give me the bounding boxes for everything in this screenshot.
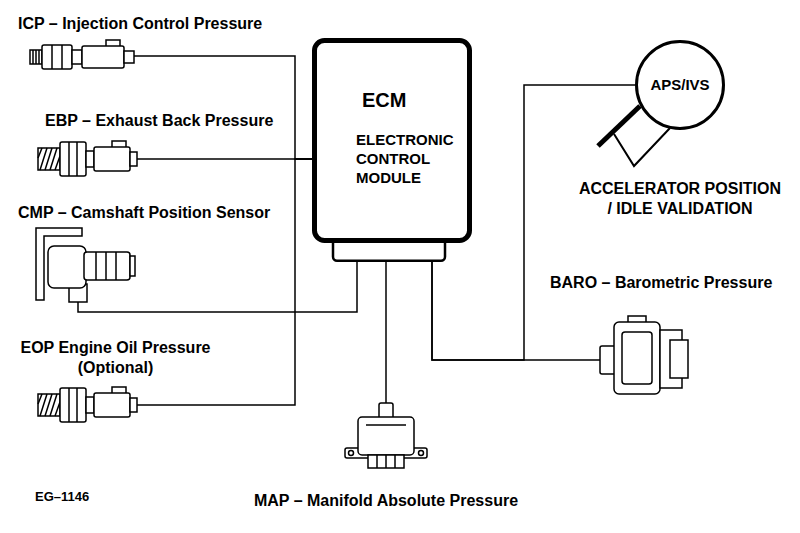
figure-number: EG–1146 [35, 487, 89, 507]
eop-sensor-drawing [69, 388, 77, 422]
baro-sensor-drawing [600, 316, 688, 394]
ebp-sensor-drawing [94, 147, 130, 171]
icp-sensor-drawing [82, 46, 124, 68]
module-heading: ECM [362, 88, 406, 112]
eop-sensor-drawing [38, 394, 60, 416]
eop-sensor-drawing [86, 397, 94, 413]
sensor-box: MAP – Manifold Absolute Pressure [345, 403, 427, 470]
baro-sensor-drawing [622, 332, 652, 384]
sensor-box: CMP – Camshaft Position Sensor [35, 228, 135, 302]
baro-sensor-drawing [614, 322, 660, 394]
map-sensor-drawing [368, 455, 404, 468]
eop-sensor-drawing [94, 393, 130, 417]
sensor-label: ACCELERATOR POSITION / IDLE VALIDATION [576, 179, 784, 219]
eop-sensor-drawing [38, 387, 137, 422]
sensor-label: EOP Engine Oil Pressure (Optional) [8, 338, 223, 378]
eop-sensor-drawing [130, 398, 137, 412]
ebp-sensor-drawing [38, 148, 60, 170]
eop-sensor-drawing [60, 388, 86, 422]
baro-sensor-drawing [670, 340, 688, 378]
sensor-label: BARO – Barometric Pressure [550, 273, 772, 293]
cmp-sensor-drawing [36, 228, 135, 302]
map-sensor-drawing [419, 451, 424, 456]
sensor-box: EOP Engine Oil Pressure (Optional) [38, 385, 137, 425]
icp-sensor-drawing [124, 51, 134, 63]
ebp-sensor-drawing [69, 142, 77, 176]
icp-sensor-drawing [33, 50, 39, 64]
map-sensor-drawing [358, 417, 414, 455]
module-housing [315, 41, 470, 241]
sensor-circle: APS/IVSACCELERATOR POSITION / IDLE VALID… [635, 40, 725, 130]
map-sensor-drawing [377, 455, 395, 468]
ebp-sensor-drawing [38, 148, 60, 170]
accelerator-pedal-drawing [598, 106, 670, 166]
cmp-sensor-drawing [96, 252, 116, 280]
signal-wire [137, 158, 312, 160]
control-module-box: ECM ELECTRONIC CONTROL MODULE [312, 38, 472, 262]
ebp-sensor-drawing [86, 151, 94, 167]
cmp-sensor-drawing [48, 246, 86, 288]
icp-sensor-drawing [72, 50, 82, 64]
signal-wire [137, 159, 312, 405]
map-sensor-drawing [349, 451, 354, 456]
ebp-sensor-drawing [60, 142, 86, 176]
cmp-sensor-drawing [84, 252, 130, 280]
map-sensor-drawing [366, 424, 406, 426]
sensor-box: BARO – Barometric Pressure [600, 316, 690, 396]
signal-wire [134, 56, 312, 159]
ebp-sensor-drawing [130, 152, 137, 166]
sensor-label: MAP – Manifold Absolute Pressure [254, 491, 518, 511]
accelerator-pedal-drawing [598, 106, 640, 146]
icp-sensor-drawing [42, 45, 72, 69]
circle-label: APS/IVS [650, 75, 709, 95]
icp-sensor-drawing [52, 45, 62, 69]
eop-sensor-drawing [38, 394, 60, 416]
icp-sensor-drawing [30, 40, 134, 69]
ebp-sensor-drawing [38, 141, 137, 176]
sensor-label: ICP – Injection Control Pressure [18, 14, 262, 34]
module-name: ELECTRONIC CONTROL MODULE [356, 130, 460, 187]
map-sensor-drawing [345, 403, 427, 468]
sensor-label: EBP – Exhaust Back Pressure [45, 111, 273, 131]
sensor-box: EBP – Exhaust Back Pressure [38, 140, 137, 178]
signal-wire [385, 262, 387, 403]
signal-wire [78, 262, 357, 312]
icp-sensor-drawing [30, 50, 42, 64]
sensor-box: ICP – Injection Control Pressure [30, 40, 134, 72]
accelerator-pedal-drawing [614, 128, 670, 166]
sensor-label: CMP – Camshaft Position Sensor [18, 203, 270, 223]
cmp-sensor-drawing [130, 256, 135, 276]
